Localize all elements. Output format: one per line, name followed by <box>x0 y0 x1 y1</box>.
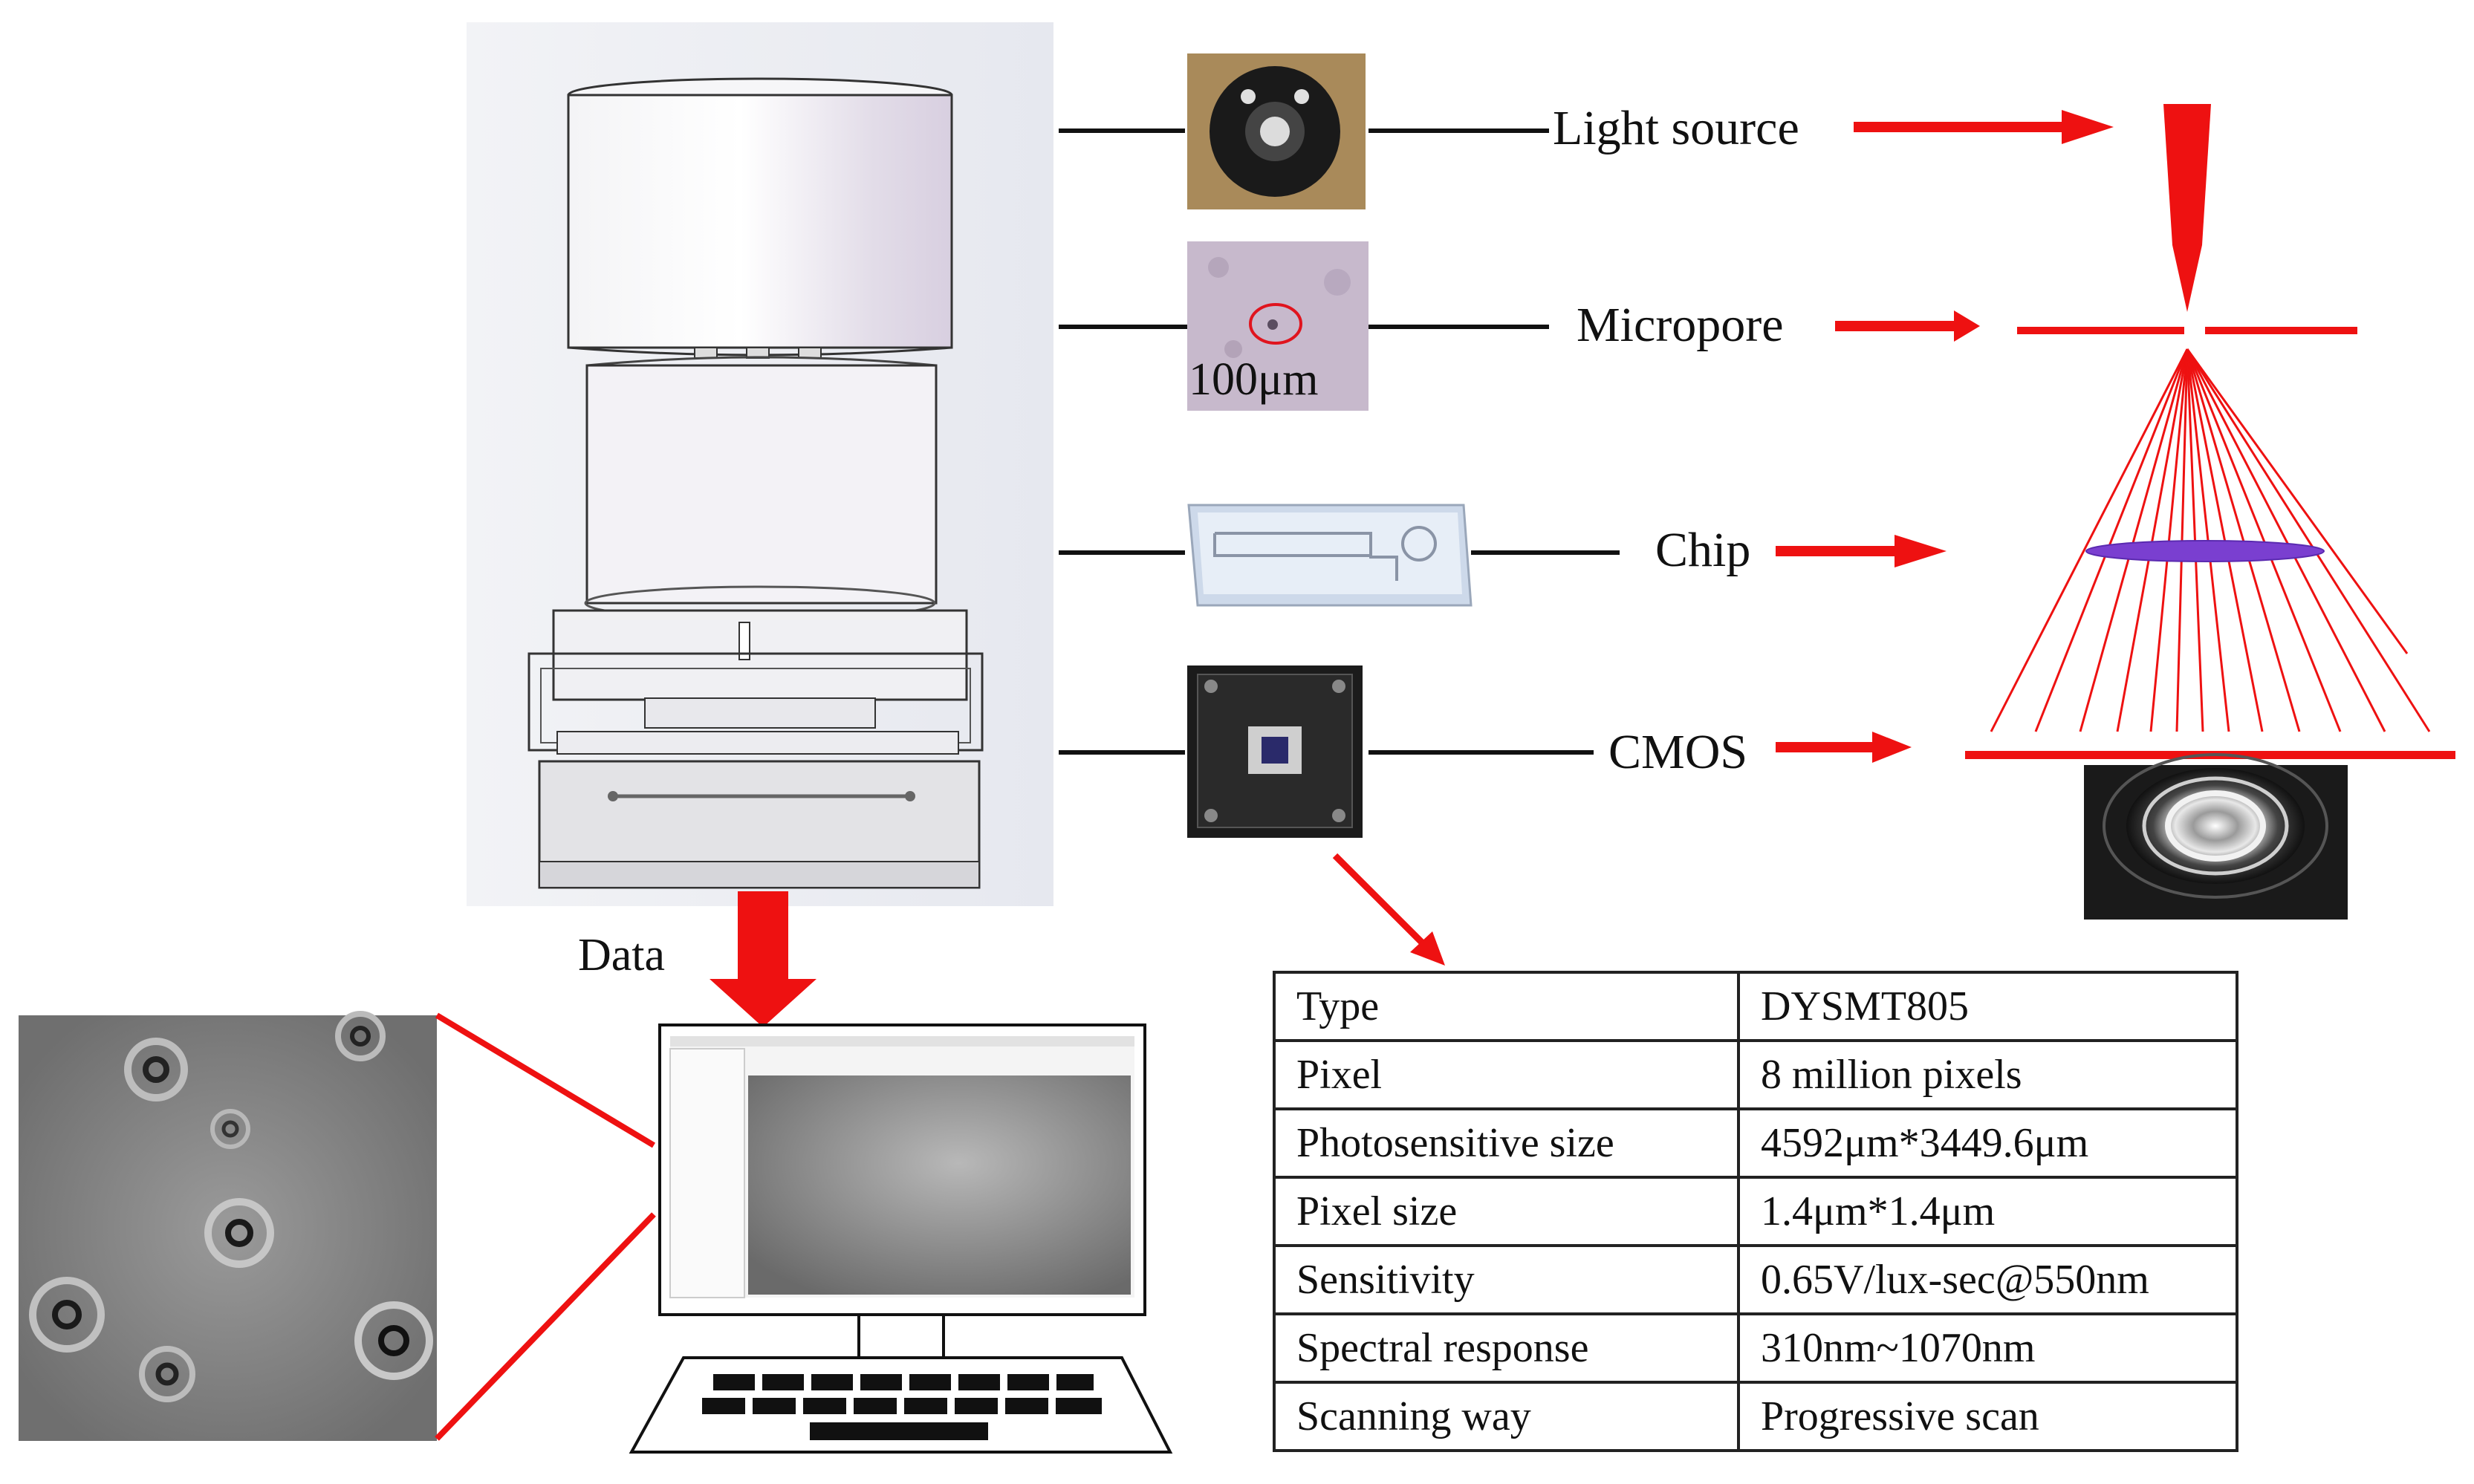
spec-key: Pixel <box>1273 1039 1740 1110</box>
micropore-photo <box>1187 241 1369 411</box>
component-arrows <box>1776 110 2114 763</box>
connector-lines <box>1059 128 1620 755</box>
spec-value: 0.65V/lux-sec@550nm <box>1737 1244 2238 1315</box>
spec-value: 8 million pixels <box>1737 1039 2238 1110</box>
optical-schematic <box>1965 104 2455 920</box>
spec-key: Scanning way <box>1273 1381 1740 1452</box>
spec-key: Photosensitive size <box>1273 1107 1740 1179</box>
label-micropore: Micropore <box>1577 298 1784 352</box>
diffraction-rays <box>1990 348 2431 732</box>
light-beam-shape <box>2163 104 2211 312</box>
spec-arrow <box>1332 853 1445 966</box>
spec-value: Progressive scan <box>1737 1381 2238 1452</box>
spec-value: DYSMT805 <box>1737 971 2238 1042</box>
spec-value: 1.4μm*1.4μm <box>1737 1176 2238 1247</box>
data-arrow <box>710 891 816 1027</box>
spec-key: Spectral response <box>1273 1312 1740 1384</box>
monitor-stand <box>857 1313 945 1359</box>
label-chip: Chip <box>1655 523 1751 577</box>
chip-lens-shape <box>2085 540 2325 562</box>
chip-photo <box>1187 504 1473 607</box>
microscope-zoom-image <box>19 1011 437 1441</box>
cmos-photo <box>1187 665 1363 838</box>
spec-key: Pixel size <box>1273 1176 1740 1247</box>
data-label: Data <box>578 930 666 980</box>
micropore-scale-label: 100μm <box>1189 354 1319 405</box>
label-cmos: CMOS <box>1608 725 1748 779</box>
micropore-plate-left <box>2017 327 2184 334</box>
label-light-source: Light source <box>1553 101 1799 155</box>
spec-value: 310nm~1070nm <box>1737 1312 2238 1384</box>
device-cad-drawing <box>467 22 1053 906</box>
spec-value: 4592μm*3449.6μm <box>1737 1107 2238 1179</box>
computer-illustration <box>629 1023 1173 1454</box>
micropore-plate-right <box>2205 327 2357 334</box>
light-source-photo <box>1187 53 1366 209</box>
spec-key: Type <box>1273 971 1740 1042</box>
spec-key: Sensitivity <box>1273 1244 1740 1315</box>
zoom-lines <box>435 1012 656 1441</box>
